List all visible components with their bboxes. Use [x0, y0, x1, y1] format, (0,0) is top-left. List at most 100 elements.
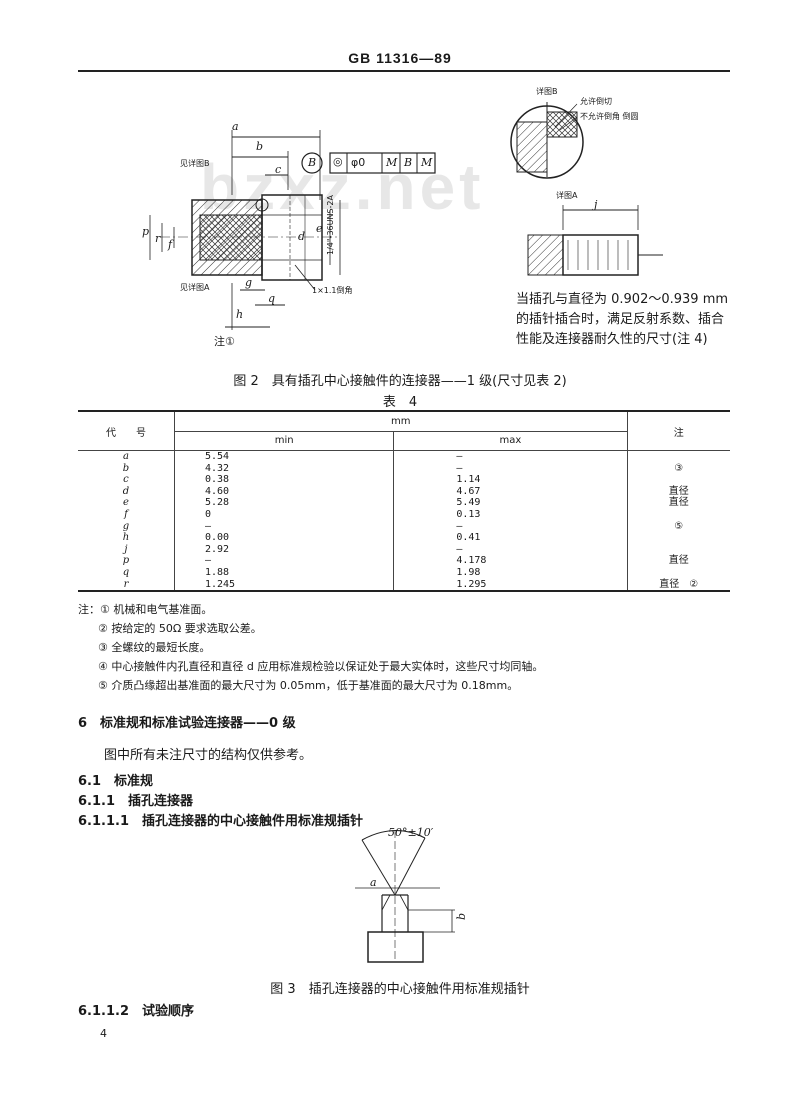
- table-cell-min: 1.245: [173, 578, 394, 592]
- table-cell-code: a: [123, 451, 129, 462]
- datum-b-circle: B: [308, 156, 317, 169]
- table4-title: 表 4: [382, 395, 418, 410]
- table4-notes: 注：① 机械和电气基准面。 ② 按给定的 50Ω 要求选取公差。 ③ 全螺纹的最…: [78, 600, 543, 695]
- table-cell-note: [626, 566, 730, 579]
- table-cell-max: —: [393, 520, 628, 533]
- figure2-caption: 图 2 具有插孔中心接触件的连接器——1 级(尺寸见表 2): [233, 374, 567, 389]
- detail-b-title: 详图B: [536, 87, 558, 96]
- table-cell-min: 5.28: [173, 497, 394, 509]
- table-cell-min: 0.38: [173, 474, 394, 486]
- mmc-symbol-2: M: [421, 156, 433, 169]
- table-cell-min: —: [173, 555, 394, 567]
- dim-label-f: f: [168, 238, 173, 251]
- table-cell-note: ⑤: [626, 520, 730, 533]
- table-cell-code: f: [124, 508, 128, 520]
- dim-label-b: b: [256, 140, 264, 153]
- dim-label-g: g: [245, 276, 253, 289]
- table-row: a 5.54—: [78, 450, 730, 463]
- figure2-side-note: 当插孔与直径为 0.902～0.939 mm 的插针插合时，满足反射系数、插合性…: [516, 292, 729, 347]
- note-2: ② 按给定的 50Ω 要求选取公差。: [98, 622, 262, 635]
- table-cell-code: g: [122, 520, 130, 532]
- table-cell-min: 0: [173, 508, 394, 521]
- table-cell-code: h: [122, 532, 130, 544]
- table-cell-note: [626, 450, 730, 463]
- section-6-paragraph: 图中所有未注尺寸的结构仅供参考。: [104, 748, 313, 763]
- section-6-heading: 6 标准规和标准试验连接器——0 级: [78, 712, 296, 731]
- table-cell-max: 1.295: [393, 578, 628, 592]
- detail-a-reference: 见详图A: [180, 283, 210, 292]
- dim-label-e: e: [316, 222, 323, 235]
- table-cell-min: 4.32: [173, 462, 394, 475]
- concentricity-symbol: ◎: [333, 155, 343, 168]
- table-row: g——⑤: [78, 520, 730, 533]
- table-cell-note: ③: [626, 462, 730, 475]
- table4-header-mm: mm: [173, 411, 628, 432]
- table-cell-max: 4.178: [393, 555, 628, 567]
- table4-header-max: max: [393, 431, 628, 451]
- table-cell-max: 0.13: [393, 508, 628, 521]
- detail-a-title: 详图A: [556, 191, 578, 200]
- table-cell-note: 直径: [626, 485, 730, 498]
- table-cell-min: 2.92: [173, 543, 394, 556]
- note-1: 注：① 机械和电气基准面。: [78, 603, 213, 616]
- table-cell-max: 1.98: [393, 566, 628, 579]
- table-cell-max: 4.67: [393, 485, 628, 498]
- table-cell-min: 5.54: [173, 450, 394, 463]
- detail-b-allow-note: 允许倒切: [580, 97, 612, 106]
- table4-header-code: 代 号: [78, 411, 175, 451]
- table-cell-max: 1.14: [393, 474, 628, 486]
- table-cell-min: 0.00: [173, 532, 394, 544]
- table-cell-note: [626, 508, 730, 521]
- table-cell-note: [626, 474, 730, 486]
- section-6-1-1-heading: 6.1.1 插孔连接器: [78, 790, 193, 809]
- note1-reference: 注①: [214, 335, 235, 348]
- section-6-1-heading: 6.1 标准规: [78, 770, 153, 789]
- detail-b-forbid-note: 不允许倒角 倒圆: [580, 112, 639, 121]
- datum-b-ref: B: [404, 156, 413, 169]
- table-cell-note: [626, 532, 730, 544]
- table-cell-note: 直径 ②: [626, 578, 730, 592]
- table-cell-note: 直径: [626, 555, 730, 567]
- dim-label-a: a: [232, 120, 239, 133]
- section-6-1-1-1-heading: 6.1.1.1 插孔连接器的中心接触件用标准规插针: [78, 810, 363, 829]
- table-cell-max: —: [393, 543, 628, 556]
- figure3-angle-label: 50°±10′: [388, 826, 434, 839]
- table-cell-min: 1.88: [173, 566, 394, 579]
- table-cell-max: 5.49: [393, 497, 628, 509]
- dim-label-h: h: [236, 308, 244, 321]
- detail-b-drawing: [510, 102, 584, 179]
- table-cell-code: p: [122, 555, 130, 567]
- section-6-1-1-2-title: 6.1.1.2 试验顺序: [78, 1004, 194, 1019]
- figure3-caption: 图 3 插孔连接器的中心接触件用标准规插针: [270, 982, 530, 997]
- page-number: 4: [100, 1027, 107, 1040]
- note-3: ③ 全螺纹的最短长度。: [98, 641, 211, 654]
- table-cell-note: 直径: [626, 497, 730, 509]
- mmc-symbol-1: M: [386, 156, 398, 169]
- tolerance-value: φ0: [351, 156, 366, 169]
- thread-spec: 1/4"-36UNS-2A: [326, 195, 335, 255]
- table-cell-code: b: [122, 462, 130, 474]
- chamfer-label: 1×1.1倒角: [312, 286, 353, 295]
- table4-header-note: 注: [626, 411, 730, 451]
- dim-label-p: p: [142, 225, 150, 238]
- section-6-1-1-2-heading: 6.1.1.2 试验顺序: [78, 1000, 194, 1019]
- dim-label-j: j: [594, 198, 598, 211]
- table-cell-max: —: [393, 450, 628, 463]
- section-6-title: 6 标准规和标准试验连接器——0 级: [78, 716, 296, 731]
- section-6-1-1-1-title: 6.1.1.1 插孔连接器的中心接触件用标准规插针: [78, 814, 363, 829]
- figure2-drawing: [149, 130, 436, 330]
- table-cell-max: 0.41: [393, 532, 628, 544]
- header-rule: [78, 70, 730, 72]
- table-cell-min: —: [173, 520, 394, 533]
- dim-label-d: d: [298, 230, 306, 243]
- table-cell-code: r: [123, 578, 129, 590]
